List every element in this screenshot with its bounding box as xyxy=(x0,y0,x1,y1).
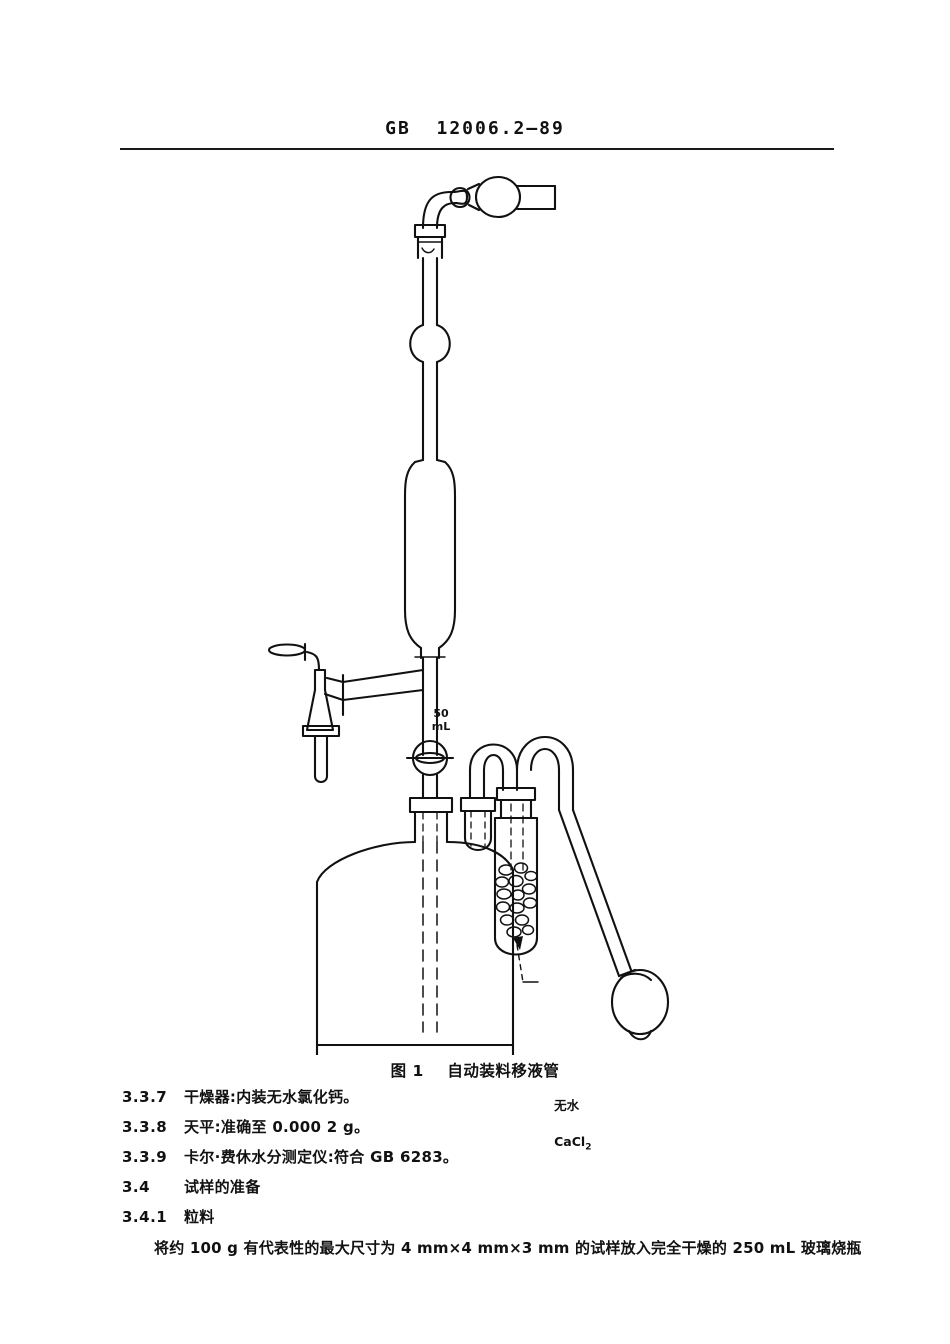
desiccant-formula: CaCl xyxy=(554,1134,586,1149)
angled-tube-inner xyxy=(557,808,621,978)
standard-number: GB 12006.2—89 xyxy=(385,118,565,139)
body-paragraph: 将约 100 g 有代表性的最大尺寸为 4 mm×4 mm×3 mm 的试样放入… xyxy=(154,1239,862,1257)
desiccant-subscript: 2 xyxy=(585,1142,592,1153)
clause-content: 粒料 xyxy=(184,1208,215,1226)
clause-number: 3.3.7 xyxy=(122,1088,168,1106)
expansion-bulb-right xyxy=(435,323,451,364)
drying-tube-body xyxy=(493,816,539,956)
bulb-bottom-nub xyxy=(627,1029,653,1041)
clause-number: 3.4 xyxy=(122,1178,151,1196)
rubber-squeeze-bulb xyxy=(610,968,670,1036)
outlet-bulb xyxy=(474,175,522,219)
clause-3-3-8: 3.3.8 天平:准确至 0.000 2 g。 xyxy=(122,1116,882,1137)
pipette-bulb-left-wall xyxy=(403,460,423,650)
u-bend-1-inner xyxy=(482,753,505,772)
volume-label: 50 mL xyxy=(424,707,458,733)
desiccant-text: 无水 xyxy=(554,1098,580,1113)
pipette-bulb-right-wall xyxy=(437,460,457,650)
stopcock-collar xyxy=(301,724,341,738)
clause-content: 卡尔·费休水分测定仪:符合 GB 6283。 xyxy=(184,1148,459,1166)
stopcock-key-stem xyxy=(305,650,321,672)
top-joint-collar xyxy=(413,223,447,239)
clause-3-3-7: 3.3.7 干燥器:内装无水氯化钙。 xyxy=(122,1086,882,1107)
neck2-tube-end xyxy=(463,836,493,852)
volume-unit: mL xyxy=(431,720,451,733)
u-bend-2-inner xyxy=(529,747,561,772)
figure-1-illustration: 50 mL 无水 CaCl2 xyxy=(0,170,950,1153)
neck2-collar xyxy=(459,796,497,813)
stopcock-barrel xyxy=(305,668,335,732)
desiccant-granules xyxy=(494,862,538,938)
cacl2-leader-line xyxy=(516,944,524,983)
clause-number: 3.3.8 xyxy=(122,1118,168,1136)
arm-barrel-link-bottom xyxy=(323,692,345,702)
small-bead xyxy=(449,186,471,209)
bulb-top-shoulder-right xyxy=(435,458,447,464)
side-arm-top xyxy=(341,668,425,684)
clause-content: 天平:准确至 0.000 2 g。 xyxy=(184,1118,370,1136)
bulb-bead-link-top xyxy=(466,182,481,191)
side-arm-bottom xyxy=(341,688,425,702)
header-divider-rule xyxy=(120,148,834,150)
bead-upper xyxy=(451,189,469,205)
clause-3-4-1: 3.4.1 粒料 xyxy=(122,1206,882,1227)
clause-content: 干燥器:内装无水氯化钙。 xyxy=(184,1088,359,1106)
drying-tube-collar xyxy=(495,786,537,802)
u-bend-2-outer xyxy=(515,735,575,772)
body-text-block: 3.3.7 干燥器:内装无水氯化钙。 3.3.8 天平:准确至 0.000 2 … xyxy=(122,1086,882,1258)
cacl2-arrowhead xyxy=(513,936,523,950)
arm-barrel-link-top xyxy=(325,676,345,684)
neck1-collar xyxy=(408,796,454,814)
expansion-bulb-left xyxy=(409,323,425,364)
stopcock-handle xyxy=(267,643,307,657)
clause-number: 3.4.1 xyxy=(122,1208,168,1226)
figure-caption: 图 1 自动装料移液管 xyxy=(390,1062,560,1080)
clause-3-4: 3.4 试样的准备 xyxy=(122,1176,882,1197)
bulb-neck-band xyxy=(619,972,653,982)
bent-neck-outer xyxy=(421,190,455,230)
apparatus-drawing xyxy=(267,175,670,1055)
u-bend-1-outer xyxy=(468,743,519,772)
clause-3-3-9: 3.3.9 卡尔·费休水分测定仪:符合 GB 6283。 xyxy=(122,1146,882,1167)
volume-value: 50 xyxy=(433,707,449,720)
bulb-bead-link-bottom xyxy=(467,203,481,212)
angled-tube-outer xyxy=(571,808,633,972)
delivery-tip xyxy=(313,734,329,784)
bulb-top-shoulder-left xyxy=(413,458,425,464)
bottle-left-wall xyxy=(315,840,417,1055)
joint-inner-mark xyxy=(421,247,435,254)
desiccant-label: 无水 CaCl2 xyxy=(528,1079,591,1175)
clause-content: 试样的准备 xyxy=(184,1178,261,1196)
page-header: GB 12006.2—89 xyxy=(0,118,950,139)
clause-number: 3.3.9 xyxy=(122,1148,168,1166)
